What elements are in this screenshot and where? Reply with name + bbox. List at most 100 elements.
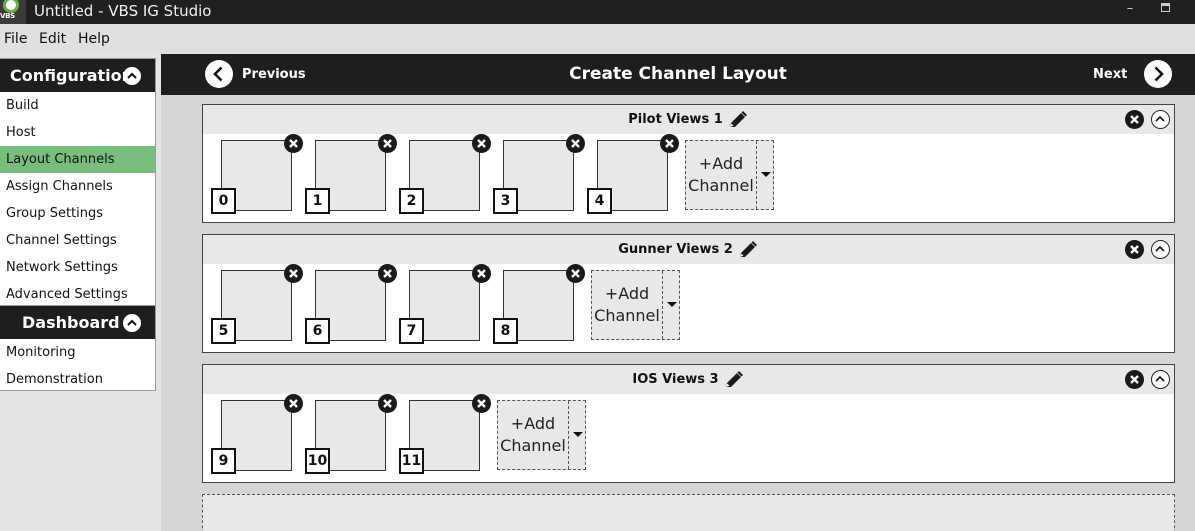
close-icon <box>383 399 392 408</box>
maximize-button[interactable] <box>1148 0 1182 22</box>
sidebar-item-assign-channels[interactable]: Assign Channels <box>6 179 113 194</box>
add-channel-dropdown[interactable] <box>756 141 773 209</box>
sidebar-item-group-settings[interactable]: Group Settings <box>6 206 104 221</box>
chevron-up-icon <box>1155 245 1165 252</box>
channel-number: 2 <box>399 188 424 214</box>
remove-channel-button[interactable] <box>284 264 303 283</box>
remove-channel-button[interactable] <box>566 264 585 283</box>
remove-channel-button[interactable] <box>472 134 491 153</box>
remove-channel-button[interactable] <box>378 394 397 413</box>
group-title: Pilot Views 1 <box>628 112 723 127</box>
close-icon <box>571 269 580 278</box>
menu-edit[interactable]: Edit <box>39 31 67 47</box>
remove-group-button[interactable] <box>1125 110 1144 129</box>
channel-tile[interactable]: 11 <box>399 394 491 474</box>
chevron-right-icon <box>1154 66 1164 82</box>
collapse-group-button[interactable] <box>1151 370 1170 389</box>
channel-tile[interactable]: 2 <box>399 134 491 214</box>
collapse-group-button[interactable] <box>1151 110 1170 129</box>
group-title: IOS Views 3 <box>632 372 719 387</box>
sidebar-item-channel-settings[interactable]: Channel Settings <box>6 233 117 248</box>
sidebar-section-configuration: Configuration Build Host Layout Channels… <box>0 58 156 306</box>
caret-down-icon <box>667 302 677 307</box>
channel-tile[interactable]: 3 <box>493 134 585 214</box>
sidebar-header-dashboard[interactable]: Dashboard <box>0 306 155 339</box>
window-title-bar: VBS Untitled - VBS IG Studio – <box>0 0 1195 24</box>
caret-down-icon <box>573 432 583 437</box>
channel-number: 0 <box>211 188 236 214</box>
remove-group-button[interactable] <box>1125 370 1144 389</box>
sidebar-header-configuration[interactable]: Configuration <box>0 59 155 92</box>
chevron-up-icon[interactable] <box>123 314 141 332</box>
menu-file[interactable]: File <box>4 31 28 47</box>
channel-tile[interactable]: 6 <box>305 264 397 344</box>
remove-channel-button[interactable] <box>566 134 585 153</box>
channel-number: 3 <box>493 188 518 214</box>
sidebar: Configuration Build Host Layout Channels… <box>0 54 161 531</box>
chevron-left-icon <box>213 66 223 82</box>
sidebar-section-title: Dashboard <box>22 313 120 332</box>
group-title: Gunner Views 2 <box>618 242 733 257</box>
channel-number: 7 <box>399 318 424 344</box>
pencil-icon[interactable] <box>737 240 759 264</box>
sidebar-item-monitoring[interactable]: Monitoring <box>6 345 76 360</box>
menu-help[interactable]: Help <box>78 31 110 47</box>
previous-label[interactable]: Previous <box>242 67 306 82</box>
chevron-up-icon[interactable] <box>123 67 141 85</box>
page-header: Previous Create Channel Layout Next <box>161 54 1195 95</box>
remove-channel-button[interactable] <box>472 394 491 413</box>
page-title: Create Channel Layout <box>569 64 787 84</box>
sidebar-item-host[interactable]: Host <box>6 125 36 140</box>
add-channel-dropdown[interactable] <box>568 401 585 469</box>
close-icon <box>1130 115 1139 124</box>
previous-button[interactable] <box>205 60 233 88</box>
channel-tile[interactable]: 9 <box>211 394 303 474</box>
chevron-up-icon <box>1155 375 1165 382</box>
channel-tile[interactable]: 8 <box>493 264 585 344</box>
channel-tile[interactable]: 1 <box>305 134 397 214</box>
channel-number: 5 <box>211 318 236 344</box>
pencil-icon[interactable] <box>727 110 749 134</box>
sidebar-section-dashboard: Dashboard Monitoring Demonstration <box>0 305 156 391</box>
menu-bar: File Edit Help <box>0 24 1195 54</box>
group-header: Gunner Views 2 <box>203 235 1174 264</box>
collapse-group-button[interactable] <box>1151 240 1170 259</box>
channel-tile[interactable]: 10 <box>305 394 397 474</box>
minimize-button[interactable]: – <box>1126 1 1134 16</box>
channel-number: 10 <box>305 448 330 474</box>
channel-tile[interactable]: 7 <box>399 264 491 344</box>
remove-channel-button[interactable] <box>284 134 303 153</box>
remove-channel-button[interactable] <box>472 264 491 283</box>
close-icon <box>383 139 392 148</box>
close-icon <box>289 139 298 148</box>
sidebar-section-title: Configuration <box>10 66 134 85</box>
sidebar-item-build[interactable]: Build <box>6 98 39 113</box>
channel-number: 11 <box>399 448 424 474</box>
sidebar-item-layout-channels[interactable]: Layout Channels <box>0 146 155 173</box>
sidebar-item-network-settings[interactable]: Network Settings <box>6 260 118 275</box>
add-group-dropzone[interactable] <box>202 494 1175 531</box>
pencil-icon[interactable] <box>723 370 745 394</box>
caret-down-icon <box>761 172 771 177</box>
next-label[interactable]: Next <box>1093 67 1128 82</box>
remove-channel-button[interactable] <box>378 264 397 283</box>
sidebar-item-advanced-settings[interactable]: Advanced Settings <box>6 287 128 302</box>
sidebar-item-demonstration[interactable]: Demonstration <box>6 372 103 387</box>
channel-tile[interactable]: 5 <box>211 264 303 344</box>
channel-tile[interactable]: 0 <box>211 134 303 214</box>
next-button[interactable] <box>1144 60 1172 88</box>
remove-channel-button[interactable] <box>378 134 397 153</box>
remove-channel-button[interactable] <box>660 134 679 153</box>
remove-group-button[interactable] <box>1125 240 1144 259</box>
remove-channel-button[interactable] <box>284 394 303 413</box>
channel-tile[interactable]: 4 <box>587 134 679 214</box>
add-channel-dropdown[interactable] <box>662 271 679 339</box>
